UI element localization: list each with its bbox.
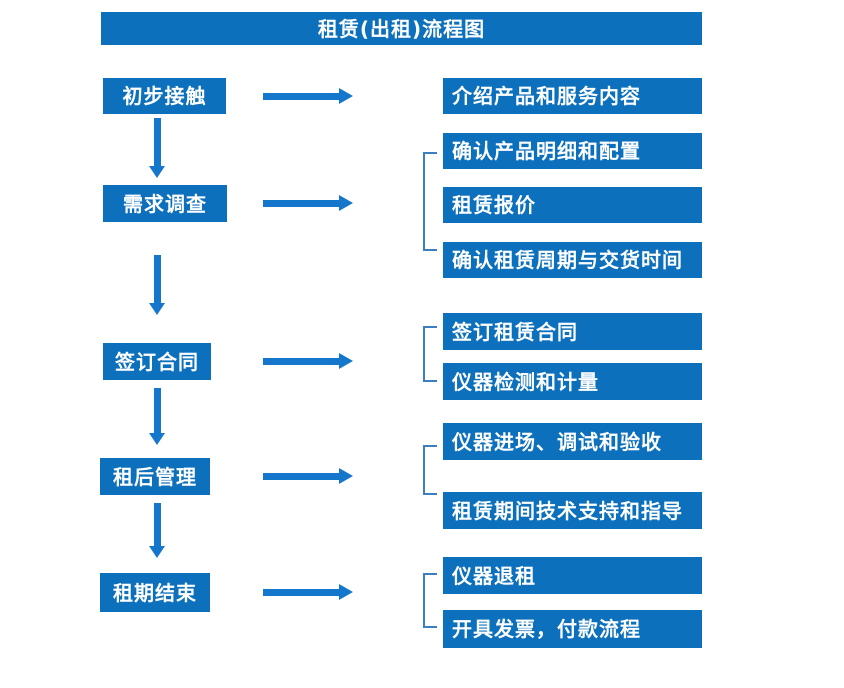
bracket-group-5: [423, 573, 437, 628]
bracket-arm: [423, 626, 437, 628]
arrow-head: [149, 546, 165, 558]
bracket-arm: [423, 573, 437, 575]
right-arrow-4: [263, 468, 353, 485]
step-box-1: 初步接触: [103, 78, 226, 114]
detail-box-5-1: 仪器退租: [443, 557, 702, 594]
right-arrow-1: [263, 88, 353, 105]
bracket-arm: [423, 380, 437, 382]
arrow-head: [339, 353, 353, 369]
arrow-head: [339, 584, 353, 600]
bracket-line: [423, 573, 425, 628]
arrow-shaft: [154, 118, 161, 166]
flowchart-title-bar: 租赁(出租)流程图: [101, 12, 702, 45]
arrow-shaft: [263, 200, 339, 207]
arrow-head: [339, 195, 353, 211]
detail-box-3-2: 仪器检测和计量: [443, 363, 702, 400]
step-box-2: 需求调查: [103, 185, 227, 222]
bracket-arm: [423, 326, 437, 328]
down-arrow-4: [149, 503, 166, 558]
arrow-shaft: [154, 388, 161, 433]
arrow-shaft: [263, 589, 339, 596]
bracket-group-3: [423, 326, 437, 382]
down-arrow-2: [149, 255, 166, 315]
step-box-3: 签订合同: [103, 343, 211, 380]
arrow-head: [149, 166, 165, 178]
arrow-head: [149, 303, 165, 315]
detail-box-5-2: 开具发票，付款流程: [443, 610, 702, 648]
detail-box-2-2: 租赁报价: [443, 187, 702, 223]
bracket-line: [423, 445, 425, 495]
detail-box-3-1: 签订租赁合同: [443, 313, 702, 350]
detail-box-2-1: 确认产品明细和配置: [443, 133, 702, 169]
flowchart-title: 租赁(出租)流程图: [317, 16, 486, 41]
right-arrow-2: [263, 195, 353, 212]
detail-box-2-3: 确认租赁周期与交货时间: [443, 242, 702, 278]
bracket-arm: [423, 493, 437, 495]
arrow-head: [339, 468, 353, 484]
arrow-shaft: [263, 93, 339, 100]
bracket-group-4: [423, 445, 437, 495]
step-box-4: 租后管理: [100, 458, 210, 495]
bracket-arm: [423, 445, 437, 447]
down-arrow-3: [149, 388, 166, 445]
bracket-arm: [423, 249, 437, 251]
arrow-shaft: [154, 503, 161, 546]
arrow-shaft: [263, 358, 339, 365]
arrow-shaft: [263, 473, 339, 480]
bracket-group-2: [423, 152, 437, 251]
bracket-arm: [423, 152, 437, 154]
right-arrow-3: [263, 353, 353, 370]
detail-box-4-2: 租赁期间技术支持和指导: [443, 492, 702, 529]
step-box-5: 租期结束: [100, 573, 210, 612]
arrow-shaft: [154, 255, 161, 303]
arrow-head: [149, 433, 165, 445]
detail-box-1-1: 介绍产品和服务内容: [443, 78, 702, 114]
bracket-line: [423, 326, 425, 382]
bracket-line: [423, 152, 425, 251]
arrow-head: [339, 88, 353, 104]
detail-box-4-1: 仪器进场、调试和验收: [443, 423, 702, 460]
down-arrow-1: [149, 118, 166, 178]
right-arrow-5: [263, 584, 353, 601]
